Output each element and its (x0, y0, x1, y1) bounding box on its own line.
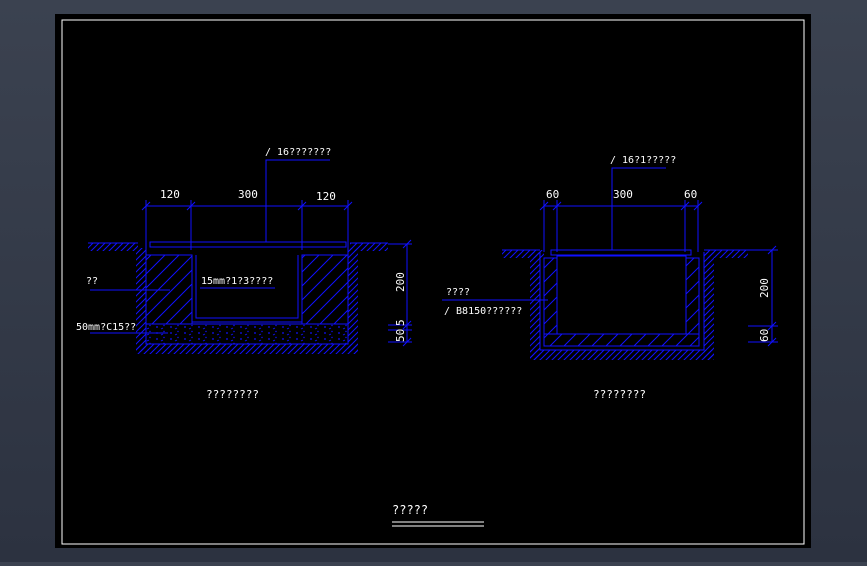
left-section-detail (88, 159, 412, 354)
drawing-border (61, 19, 805, 545)
left-dim-right-a: 50 (394, 329, 407, 342)
right-label-a: ???? (446, 287, 470, 298)
left-label-side: ?? (86, 276, 98, 287)
left-label-inner: 15mm?1?3???? (201, 276, 273, 287)
left-dim-top-2: 300 (238, 188, 258, 201)
right-dim-top-1: 60 (546, 188, 559, 201)
left-dim-right-height: 200 (394, 272, 407, 292)
left-dim-right-b: 5 (394, 319, 407, 326)
drawing-title: ????? (392, 503, 428, 517)
right-top-callout: / 16?1????? (610, 155, 676, 166)
right-dim-right-small: 60 (758, 329, 771, 342)
right-caption: ???????? (593, 388, 646, 401)
left-dim-top-1: 120 (160, 188, 180, 201)
title-underline (392, 521, 484, 527)
right-dim-top-2: 300 (613, 188, 633, 201)
left-top-callout: / 16??????? (265, 147, 331, 158)
right-section-detail (442, 167, 778, 360)
left-label-bottom: 50mm?C15?? (76, 322, 136, 333)
right-label-b: / B8150?????? (444, 306, 522, 317)
left-dim-top-3: 120 (316, 190, 336, 203)
left-caption: ???????? (206, 388, 259, 401)
right-dim-right-height: 200 (758, 278, 771, 298)
right-dim-top-3: 60 (684, 188, 697, 201)
